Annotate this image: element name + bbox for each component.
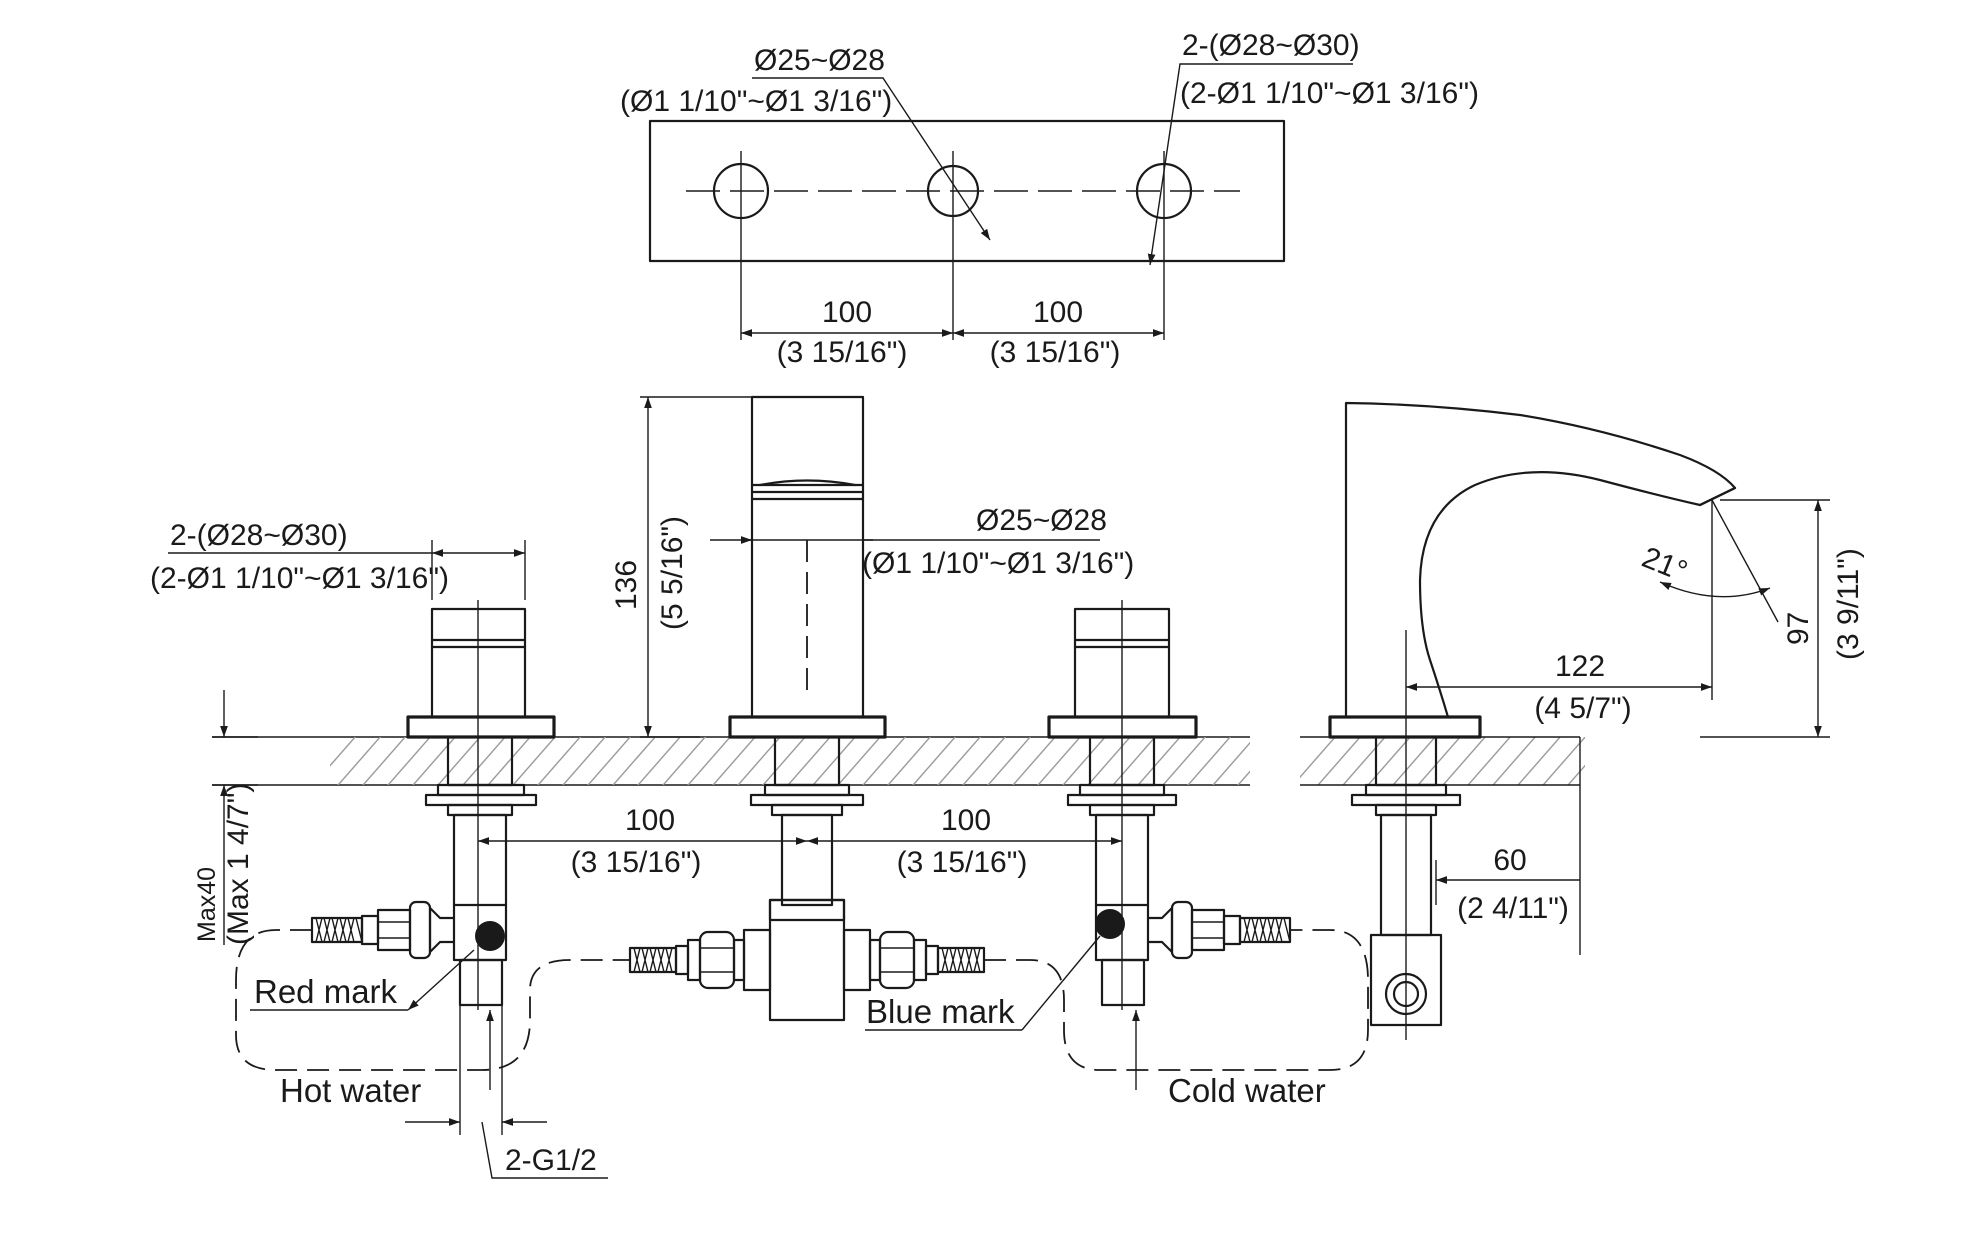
front-height: 136	[610, 560, 643, 610]
top-hole-side-dia-in: (2-Ø1 1/10"~Ø1 3/16")	[1180, 77, 1479, 110]
front-view: 2-(Ø28~Ø30) (2-Ø1 1/10"~Ø1 3/16") 136 (5…	[150, 395, 1585, 1179]
side-spout-height-in: (3 9/11")	[1832, 548, 1865, 660]
front-below-right: 100	[941, 804, 991, 837]
front-max-deck: Max40	[193, 867, 221, 942]
side-reach-in: (4 5/7")	[1534, 692, 1631, 725]
label-cold-water: Cold water	[1168, 1072, 1326, 1109]
label-blue-mark: Blue mark	[866, 993, 1015, 1030]
spout-body	[1344, 401, 1737, 719]
front-handle-dia: 2-(Ø28~Ø30)	[170, 519, 348, 552]
top-spacing-right: 100	[1033, 296, 1083, 329]
label-red-mark: Red mark	[254, 973, 398, 1010]
front-spout-dia-in: (Ø1 1/10"~Ø1 3/16")	[862, 547, 1134, 580]
front-handle-dia-in: (2-Ø1 1/10"~Ø1 3/16")	[150, 562, 449, 595]
side-reach: 122	[1555, 650, 1605, 683]
side-depth-in: (2 4/11")	[1457, 892, 1569, 925]
label-hot-water: Hot water	[280, 1072, 421, 1109]
front-below-left: 100	[625, 804, 675, 837]
top-spacing-right-in: (3 15/16")	[990, 336, 1121, 369]
deck-plate-top	[648, 119, 1286, 263]
hole-right	[1135, 151, 1193, 340]
hole-center	[926, 151, 980, 340]
top-hole-center-dia: Ø25~Ø28	[754, 44, 885, 77]
top-hole-center-dia-in: (Ø1 1/10"~Ø1 3/16")	[620, 85, 892, 118]
top-view: Ø25~Ø28 (Ø1 1/10"~Ø1 3/16") 2-(Ø28~Ø30) …	[620, 29, 1479, 369]
hot-hose	[235, 929, 630, 1071]
top-spacing-left-in: (3 15/16")	[777, 336, 908, 369]
cold-handle	[1047, 600, 1292, 1010]
top-hole-side-dia: 2-(Ø28~Ø30)	[1182, 29, 1360, 62]
label-thread: 2-G1/2	[505, 1144, 597, 1177]
front-below-right-in: (3 15/16")	[897, 846, 1028, 879]
front-max-deck-in: (Max 1 4/7")	[222, 783, 255, 945]
front-below-left-in: (3 15/16")	[571, 846, 702, 879]
side-depth: 60	[1493, 844, 1526, 877]
hot-handle	[310, 600, 556, 1010]
side-view: 122 (4 5/7") 97 (3 9/11") 21° 60 (2 4/11…	[1300, 401, 1865, 1040]
front-height-in: (5 5/16")	[656, 516, 689, 630]
side-angle: 21°	[1637, 541, 1691, 589]
hole-left	[712, 151, 770, 340]
cold-hose	[984, 929, 1369, 1071]
front-spout-dia: Ø25~Ø28	[976, 504, 1107, 537]
top-spacing-left: 100	[822, 296, 872, 329]
center-spout	[628, 395, 986, 1022]
deck-hatching	[330, 737, 1585, 785]
side-spout-height: 97	[1782, 612, 1815, 645]
